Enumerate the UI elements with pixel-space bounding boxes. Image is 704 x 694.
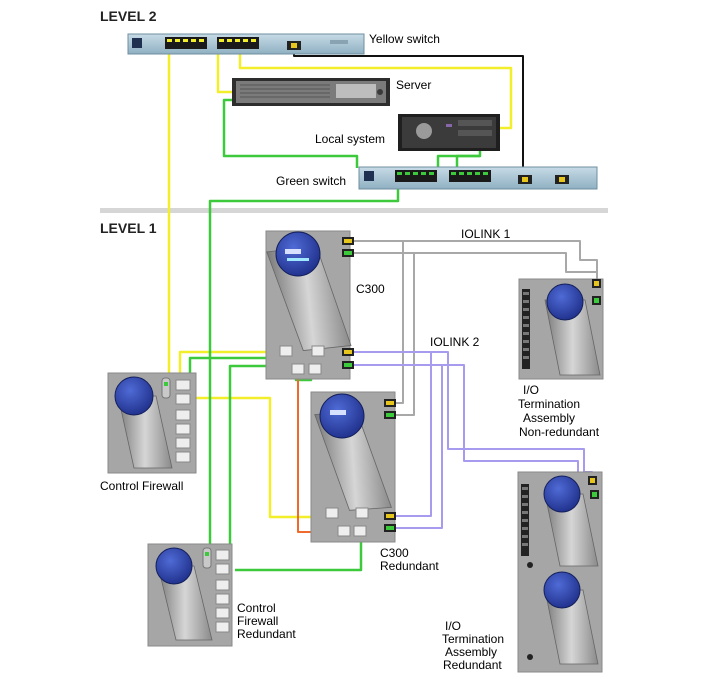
io-redundant-label-1: I/O <box>445 619 461 633</box>
iolink2-label: IOLINK 2 <box>430 335 480 349</box>
server <box>232 78 390 106</box>
io-redundant-label-4: Redundant <box>443 658 502 672</box>
cf-redundant-label-1: Control <box>237 601 276 615</box>
c300-label: C300 <box>356 282 385 296</box>
yellow-switch <box>127 33 365 55</box>
io-termination-nonredundant <box>518 278 604 380</box>
server-label: Server <box>396 78 431 92</box>
c300-redundant-label-1: C300 <box>380 546 409 560</box>
cf-redundant-label-2: Firewall <box>237 614 278 628</box>
level-divider <box>100 208 608 213</box>
io-nonredundant-label-1: I/O <box>523 383 539 397</box>
c300-controller <box>265 230 354 380</box>
yellow-network-cables <box>167 46 513 519</box>
io-nonredundant-label-3: Assembly <box>523 411 575 425</box>
green-switch <box>358 166 598 190</box>
yellow-switch-label: Yellow switch <box>369 32 440 46</box>
cf-redundant-label-3: Redundant <box>237 627 296 641</box>
level-1-label: LEVEL 1 <box>100 220 157 236</box>
iolink1-label: IOLINK 1 <box>461 227 511 241</box>
level-2-label: LEVEL 2 <box>100 8 157 24</box>
c300-redundant-label-2: Redundant <box>380 559 439 573</box>
green-switch-label: Green switch <box>276 174 346 188</box>
local-system <box>398 114 500 151</box>
c300-redundant-controller <box>310 391 396 543</box>
control-firewall <box>107 372 197 474</box>
local-system-label: Local system <box>315 132 385 146</box>
control-firewall-label: Control Firewall <box>100 479 183 493</box>
io-nonredundant-label-4: Non-redundant <box>519 425 600 439</box>
io-termination-redundant <box>517 471 603 673</box>
io-redundant-label-2: Termination <box>442 632 504 646</box>
control-firewall-redundant <box>147 543 233 647</box>
io-nonredundant-label-2: Termination <box>518 397 580 411</box>
io-redundant-label-3: Assembly <box>445 645 497 659</box>
